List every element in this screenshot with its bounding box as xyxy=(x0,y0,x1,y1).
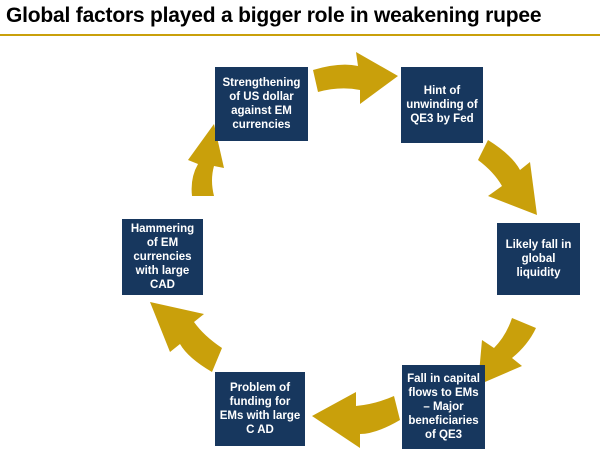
title-underline xyxy=(0,34,600,36)
arrow-top-icon xyxy=(313,52,398,104)
box-strengthening-us-dollar: Strengthening of US dollar against EM cu… xyxy=(215,67,308,141)
box-fall-capital-flows: Fall in capital flows to EMs – Major ben… xyxy=(402,365,485,449)
box-hammering-em-currencies: Hammering of EM currencies with large CA… xyxy=(122,219,203,295)
box-hint-unwinding-qe3: Hint of unwinding of QE3 by Fed xyxy=(401,67,483,143)
page-title: Global factors played a bigger role in w… xyxy=(6,4,542,27)
arrow-lower-right-icon xyxy=(478,318,536,385)
box-fall-global-liquidity: Likely fall in global liquidity xyxy=(497,223,580,295)
arrow-bottom-icon xyxy=(312,392,400,448)
arrow-upper-right-icon xyxy=(478,140,537,215)
arrow-upper-left-icon xyxy=(166,124,224,196)
arrow-lower-left-icon xyxy=(150,302,222,372)
box-problem-funding: Problem of funding for EMs with large C … xyxy=(215,372,305,446)
